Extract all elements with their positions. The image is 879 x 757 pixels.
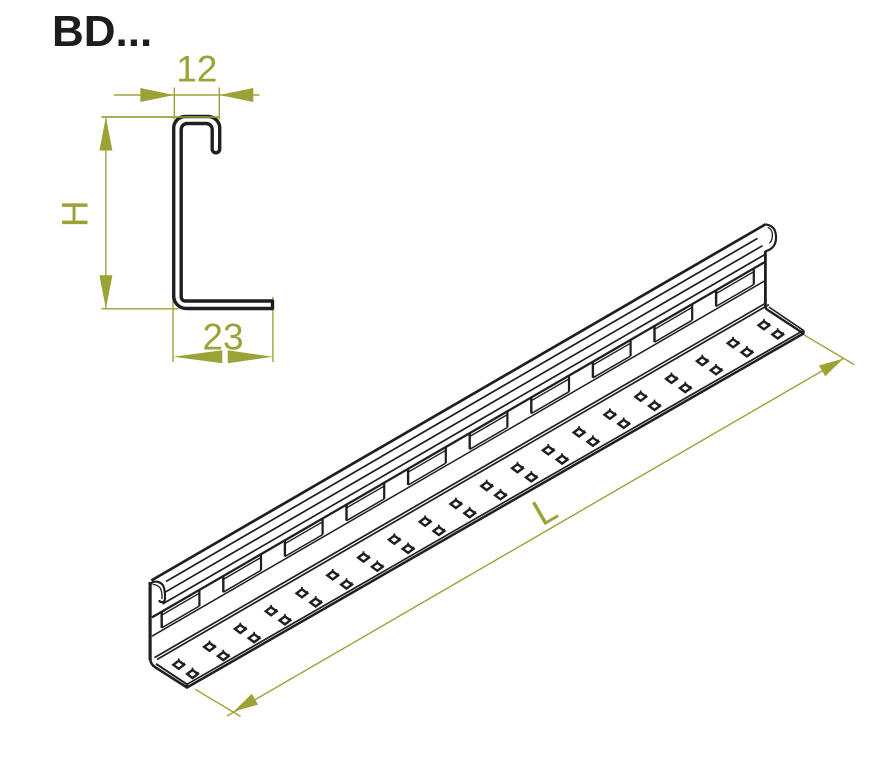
svg-text:H: H [54, 200, 95, 227]
svg-text:23: 23 [202, 317, 243, 358]
svg-text:12: 12 [176, 49, 217, 90]
svg-text:L: L [526, 488, 564, 534]
